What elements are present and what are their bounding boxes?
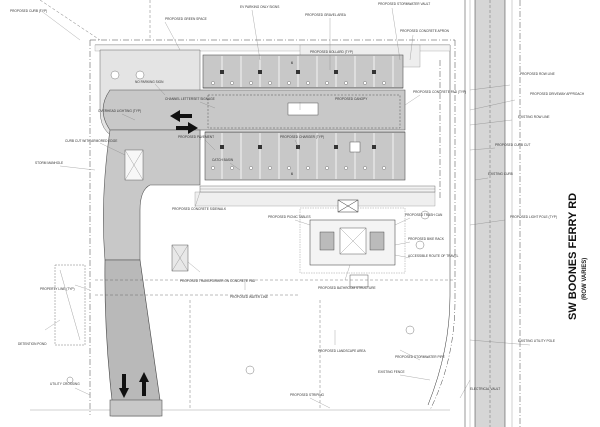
callout-20: PROPOSED BIKE RACK bbox=[408, 237, 445, 241]
callout-18: PROPOSED PICNIC TABLES bbox=[268, 215, 311, 219]
callout-21: PROPOSED BATHROOM STRUCTURE bbox=[318, 286, 376, 290]
callout-37: EXISTING FENCE bbox=[378, 370, 405, 374]
detention-and-utilities bbox=[54, 60, 455, 410]
street-name-label: SW BOONES FERRY RD bbox=[567, 193, 579, 320]
callout-0: PROPOSED CURB (TYP) bbox=[10, 9, 47, 13]
callout-8: CHANNEL LETTERSET SIGNAGE bbox=[165, 97, 215, 101]
callout-33: EXISTING CURB bbox=[488, 172, 513, 176]
callout-36: PROPOSED STORMWATER PIPE bbox=[395, 355, 445, 359]
callout-26: PROPERTY LINE (TYP) bbox=[40, 287, 75, 291]
callout-22: ACCESSIBLE ROUTE OF TRAVEL bbox=[408, 254, 459, 258]
callout-17: PROPOSED CONCRETE SIDEWALK bbox=[172, 207, 227, 211]
arrow-down-icon bbox=[119, 374, 129, 398]
callout-38: PROPOSED STRIPING bbox=[290, 393, 325, 397]
traffic-arrows bbox=[119, 110, 198, 398]
callout-13: STORM MANHOLE bbox=[35, 161, 63, 165]
callout-16: CATCH BASIN bbox=[212, 158, 234, 162]
callout-9: PROPOSED CANOPY bbox=[335, 97, 368, 101]
callout-27: DETENTION POND bbox=[18, 342, 47, 346]
stall-count-bottom: 6 bbox=[291, 171, 294, 176]
callout-5: PROPOSED CONCRETE APRON bbox=[400, 29, 450, 33]
stall-count-top: 6 bbox=[291, 60, 294, 65]
callout-39: ELECTRICAL VAULT bbox=[470, 387, 500, 391]
callout-34: PROPOSED LIGHT POLE (TYP) bbox=[510, 215, 557, 219]
callout-30: PROPOSED DRIVEWAY APPROACH bbox=[530, 92, 585, 96]
callout-labels: PROPOSED CURB (TYP) PROPOSED GREEN SPACE… bbox=[10, 2, 585, 409]
callout-25: PROPOSED LANDSCAPE AREA bbox=[318, 349, 367, 353]
callout-24: PROPOSED WATER LINE bbox=[230, 295, 268, 299]
callout-28: UTILITY CROSSING bbox=[50, 382, 80, 386]
street-row-note: (ROW VARIES) bbox=[582, 258, 588, 300]
callout-1: PROPOSED GREEN SPACE bbox=[165, 17, 207, 21]
property-boundary bbox=[30, 0, 456, 415]
arrow-up-icon bbox=[139, 372, 149, 396]
arrow-right-icon bbox=[176, 122, 198, 134]
callout-11: OVERHEAD LIGHTING (TYP) bbox=[98, 109, 141, 113]
arrow-left-icon bbox=[170, 110, 192, 122]
callout-31: EXISTING ROW LINE bbox=[518, 115, 550, 119]
callout-10: PROPOSED CONCRETE PAD (TYP) bbox=[413, 90, 466, 94]
callout-35: EXISTING UTILITY POLE bbox=[518, 339, 555, 343]
callout-32: PROPOSED CURB CUT bbox=[495, 143, 530, 147]
canopy-and-islands bbox=[124, 94, 401, 181]
callout-6: NO PARKING SIGN bbox=[135, 80, 164, 84]
callout-7: PROPOSED BOLLARD (TYP) bbox=[310, 50, 353, 54]
street-sw-boones-ferry-rd: SW BOONES FERRY RD (ROW VARIES) bbox=[464, 0, 588, 427]
site-trees bbox=[66, 70, 430, 384]
top-row-striping bbox=[203, 56, 403, 89]
callout-14: PROPOSED PAVEMENT bbox=[178, 135, 214, 139]
bathroom-structure bbox=[299, 199, 406, 288]
callout-15: PROPOSED CHARGER (TYP) bbox=[280, 135, 324, 139]
callout-19: PROPOSED TRASH CAN bbox=[405, 213, 443, 217]
callout-4: PROPOSED STORMWATER VAULT bbox=[378, 2, 430, 6]
bottom-row-striping bbox=[199, 131, 436, 193]
callout-12: CURB CUT WITH ARMORED EDGE bbox=[65, 139, 117, 143]
callout-29: PROPOSED ROW LINE bbox=[520, 72, 555, 76]
callout-23: PROPOSED TRANSFORMER ON CONCRETE PAD bbox=[180, 279, 256, 283]
callout-2: EV PARKING ONLY SIGNS bbox=[240, 5, 279, 9]
callout-3: PROPOSED GRAVEL AREA bbox=[305, 13, 347, 17]
